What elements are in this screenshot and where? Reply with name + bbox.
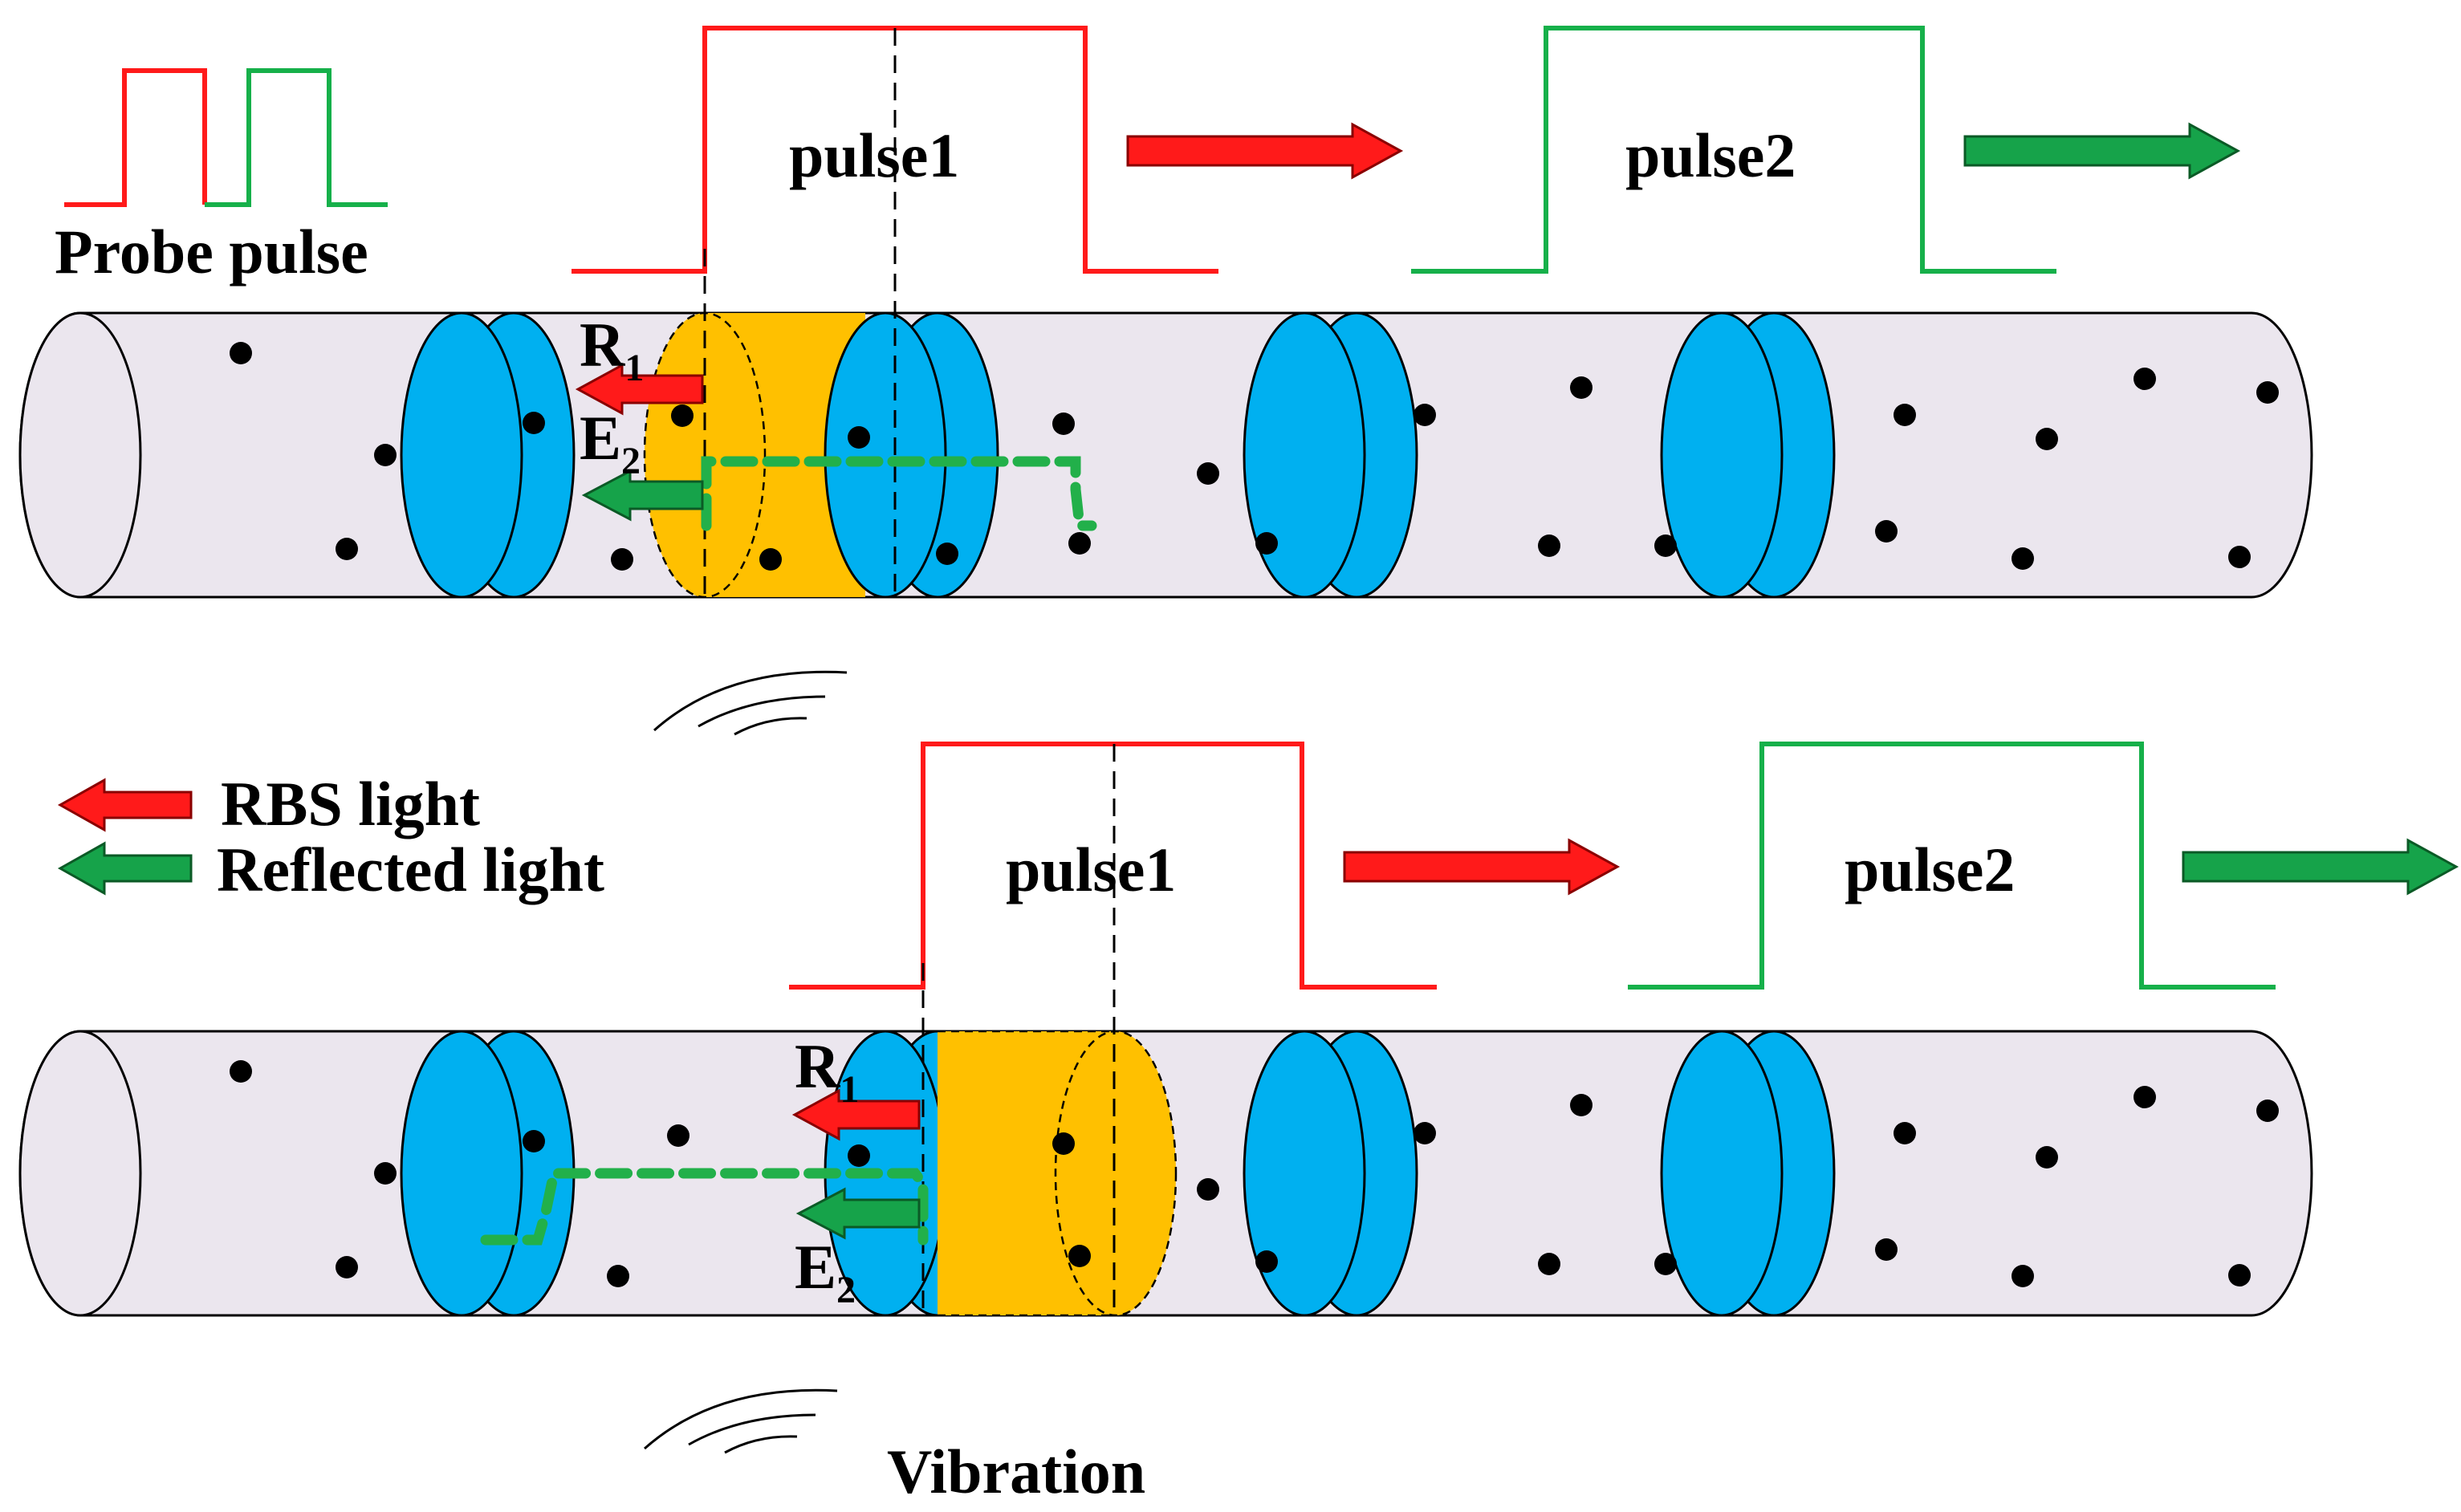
fiber-top: [18, 311, 2313, 599]
fiber-top-endcap: [18, 311, 142, 599]
panel-top: pulse1 pulse2: [18, 26, 2313, 599]
reflected-light-path-bottom: [480, 1168, 929, 1246]
rbs-arrow-bottom: [791, 1088, 921, 1141]
rbs-legend-arrow: [57, 778, 193, 832]
r1-label-bottom: R1: [795, 1031, 859, 1111]
r1-label-top: R1: [580, 310, 644, 389]
pulse2-waveform: [1411, 26, 2056, 274]
vibration-label: Vibration: [887, 1437, 1145, 1506]
grating-top-3: [1243, 311, 1418, 599]
vibration-wave-icon-top: [653, 670, 848, 736]
pulse1-label-bottom: pulse1: [1006, 835, 1176, 904]
pulse1-direction-arrow-bottom: [1343, 838, 1621, 896]
e2-label-bottom: E2: [795, 1232, 856, 1311]
fiber-bottom-endcap: [18, 1030, 142, 1317]
grating-top-1: [400, 311, 576, 599]
pulse2-direction-arrow: [1963, 122, 2241, 180]
pulse2-label-bottom: pulse2: [1845, 835, 2015, 904]
reflected-arrow-bottom: [795, 1187, 921, 1240]
rbs-legend-label: RBS light: [221, 769, 480, 839]
reflected-legend-arrow: [57, 841, 193, 896]
pulse1-direction-arrow: [1126, 122, 1404, 180]
grating-top-2: [824, 311, 999, 599]
pulse2-direction-arrow-bottom: [2182, 838, 2459, 896]
vibration-segment-bottom: [938, 1030, 1178, 1317]
probe-pulse-icon: [64, 68, 388, 207]
grating-bottom-3: [1243, 1030, 1418, 1317]
reflected-arrow-top: [581, 469, 704, 522]
grating-top-4: [1660, 311, 1836, 599]
pulse1-waveform-bottom: [789, 742, 1437, 990]
scatter-dots-top: [230, 342, 2279, 571]
grating-bottom-4: [1660, 1030, 1836, 1317]
rbs-arrow-top: [575, 363, 704, 416]
pulse2-waveform-bottom: [1628, 742, 2276, 990]
probe-pulse-label: Probe pulse: [55, 217, 368, 287]
pulse1-label: pulse1: [789, 120, 959, 190]
grating-bottom-1: [400, 1030, 576, 1317]
pulse2-label: pulse2: [1625, 120, 1796, 190]
reflected-light-path-top: [701, 456, 1097, 531]
panel-bottom: pulse1 pulse2: [18, 742, 2459, 1317]
e2-label-top: E2: [580, 403, 641, 482]
reflected-legend-label: Reflected light: [217, 835, 604, 904]
vibration-wave-icon-bottom: [644, 1388, 838, 1454]
scatter-dots-bottom: [230, 1060, 2279, 1287]
